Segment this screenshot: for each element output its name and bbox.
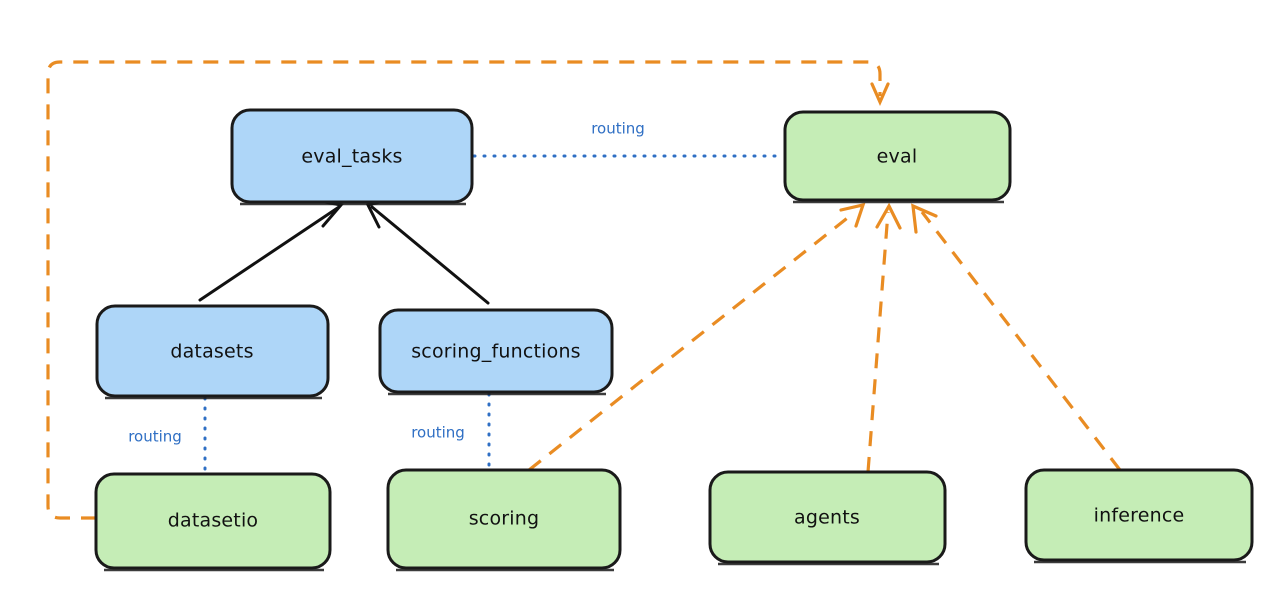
edge-agents-to-eval[interactable] (866, 202, 902, 473)
node-layer: eval_tasks eval datasets scoring_functio… (94, 108, 1254, 572)
edge-layer (46, 60, 1122, 520)
node-datasets[interactable]: datasets (95, 304, 330, 400)
node-agents[interactable]: agents (708, 470, 947, 566)
edge-label-routing-eval_tasks-eval: routing (591, 120, 645, 138)
edge-inference-to-eval[interactable] (911, 203, 1122, 471)
edge-datasetio-to-eval[interactable] (46, 60, 890, 520)
edge-datasets-to-eval_tasks[interactable] (198, 198, 344, 302)
node-scoring[interactable]: scoring (386, 468, 622, 572)
node-eval_tasks[interactable]: eval_tasks (230, 108, 474, 206)
node-inference[interactable]: inference (1024, 468, 1254, 564)
node-datasetio[interactable]: datasetio (94, 472, 332, 572)
edge-label-routing-datasets-datasetio: routing (128, 428, 182, 446)
edge-scoring-to-eval[interactable] (528, 202, 866, 472)
edge-scoring_functions-to-eval_tasks[interactable] (365, 198, 490, 305)
node-eval[interactable]: eval (783, 110, 1012, 204)
node-scoring_functions[interactable]: scoring_functions (378, 308, 614, 396)
edge-label-routing-scoring_functions-scoring: routing (411, 424, 465, 442)
